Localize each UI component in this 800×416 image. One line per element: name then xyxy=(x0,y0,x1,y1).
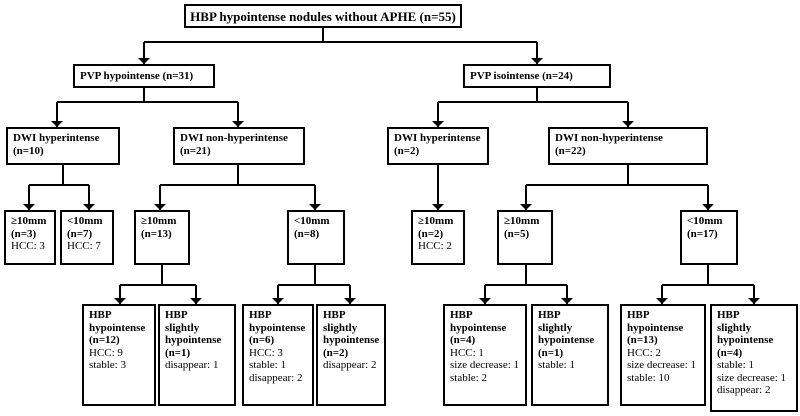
node-count: (n=4) xyxy=(450,334,476,346)
node-outcome: stable: 1 xyxy=(249,359,286,371)
node-title: HBP xyxy=(627,309,650,321)
node-title: HBP xyxy=(450,309,473,321)
size-lt10mm-node: <10mm (n=7) HCC: 7 xyxy=(60,210,114,265)
node-outcome: size decrease: 1 xyxy=(717,371,787,384)
node-title: HBP xyxy=(717,309,740,321)
node-outcome: disappear: 2 xyxy=(323,359,377,371)
node-count: (n=2) xyxy=(418,227,444,240)
node-count: (n=21) xyxy=(180,144,211,157)
hbp-slightly-hypointense-node: HBP slightly hypointense (n=4) stable: 1… xyxy=(710,304,798,412)
node-title: HBP xyxy=(538,309,561,321)
size-ge10mm-node: ≥10mm (n=2) HCC: 2 xyxy=(411,210,465,265)
root-node: HBP hypointense nodules without APHE (n=… xyxy=(184,4,462,28)
node-title: hypointense xyxy=(627,321,684,334)
node-outcome: stable: 2 xyxy=(450,371,487,384)
node-title: DWI non-hyperintense xyxy=(555,132,663,144)
size-ge10mm-node: ≥10mm (n=3) HCC: 3 xyxy=(4,210,56,265)
dwi-hyperintense-node: DWI hyperintense (n=2) xyxy=(387,127,489,165)
node-outcome: HCC: 9 xyxy=(89,346,123,359)
node-title: HBP xyxy=(249,309,272,321)
hbp-hypointense-node: HBP hypointense (n=6) HCC: 3 stable: 1 d… xyxy=(242,304,314,406)
node-title: hypointense xyxy=(538,334,595,346)
node-title: HBP xyxy=(323,309,346,321)
node-outcome: disappear: 1 xyxy=(165,359,219,371)
hbp-hypointense-node: HBP hypointense (n=13) HCC: 2 size decre… xyxy=(620,304,706,406)
node-title: HBP xyxy=(165,309,188,321)
node-title: slightly xyxy=(538,321,573,334)
size-ge10mm-node: ≥10mm (n=13) xyxy=(134,210,190,265)
node-title: DWI hyperintense xyxy=(394,132,481,144)
node-outcome: HCC: 1 xyxy=(450,346,484,359)
size-lt10mm-node: <10mm (n=8) xyxy=(287,210,345,265)
node-title: hypointense xyxy=(323,334,380,346)
node-count: (n=4) xyxy=(717,346,743,359)
node-count: (n=2) xyxy=(323,346,349,359)
hbp-slightly-hypointense-node: HBP slightly hypointense (n=1) stable: 1 xyxy=(531,304,609,406)
dwi-non-hyperintense-node: DWI non-hyperintense (n=22) xyxy=(548,127,708,165)
pvp-hypointense-node: PVP hypointense (n=31) xyxy=(73,64,215,88)
node-count: (n=22) xyxy=(555,144,586,157)
hbp-slightly-hypointense-node: HBP slightly hypointense (n=1) disappear… xyxy=(158,304,236,406)
root-title: HBP hypointense nodules without APHE (n=… xyxy=(190,9,456,24)
node-count: (n=2) xyxy=(394,144,420,157)
node-title: <10mm xyxy=(687,215,723,227)
node-count: (n=3) xyxy=(11,227,37,240)
node-outcome: HCC: 2 xyxy=(418,240,452,252)
node-count: (n=6) xyxy=(249,334,275,346)
node-title: <10mm xyxy=(67,215,103,227)
node-title: DWI hyperintense xyxy=(13,132,100,144)
node-count: (n=5) xyxy=(504,227,530,240)
node-title: ≥10mm xyxy=(11,215,47,227)
node-title: hypointense xyxy=(89,321,146,334)
node-count: (n=13) xyxy=(627,334,658,346)
node-count: (n=12) xyxy=(89,334,120,346)
node-title: slightly xyxy=(165,321,200,334)
node-title: hypointense xyxy=(165,334,222,346)
node-title: ≥10mm xyxy=(141,215,177,227)
hbp-slightly-hypointense-node: HBP slightly hypointense (n=2) disappear… xyxy=(316,304,386,406)
node-outcome: stable: 3 xyxy=(89,359,126,371)
node-count: (n=7) xyxy=(67,227,93,240)
dwi-non-hyperintense-node: DWI non-hyperintense (n=21) xyxy=(173,127,305,165)
node-outcome: size decrease: 1 xyxy=(450,359,520,371)
node-title: slightly xyxy=(717,321,752,334)
node-outcome: disappear: 2 xyxy=(249,371,303,384)
pvp-isointense-node: PVP isointense (n=24) xyxy=(463,64,611,88)
node-count: (n=17) xyxy=(687,227,718,240)
node-outcome: size decrease: 1 xyxy=(627,359,697,371)
node-count: (n=1) xyxy=(538,346,564,359)
node-title: ≥10mm xyxy=(418,215,454,227)
node-count: (n=8) xyxy=(294,227,320,240)
node-outcome: HCC: 3 xyxy=(11,240,45,252)
node-count: (n=1) xyxy=(165,346,191,359)
node-outcome: HCC: 3 xyxy=(249,346,283,359)
node-title: ≥10mm xyxy=(504,215,540,227)
node-title: DWI non-hyperintense xyxy=(180,132,288,144)
node-outcome: HCC: 7 xyxy=(67,240,101,252)
node-outcome: stable: 1 xyxy=(538,359,575,371)
size-ge10mm-node: ≥10mm (n=5) xyxy=(497,210,553,265)
node-title: hypointense xyxy=(450,321,507,334)
node-title: hypointense xyxy=(717,334,774,346)
node-title: hypointense xyxy=(249,321,306,334)
node-outcome: HCC: 2 xyxy=(627,346,661,359)
dwi-hyperintense-node: DWI hyperintense (n=10) xyxy=(6,127,120,165)
node-title: PVP isointense (n=24) xyxy=(470,70,573,82)
node-title: <10mm xyxy=(294,215,330,227)
node-count: (n=13) xyxy=(141,227,172,240)
node-outcome: stable: 10 xyxy=(627,371,670,384)
node-count: (n=10) xyxy=(13,144,44,157)
node-title: PVP hypointense (n=31) xyxy=(80,70,194,82)
hbp-hypointense-node: HBP hypointense (n=4) HCC: 1 size decrea… xyxy=(443,304,527,406)
node-outcome: disappear: 2 xyxy=(717,384,771,396)
node-outcome: stable: 1 xyxy=(717,359,754,371)
size-lt10mm-node: <10mm (n=17) xyxy=(680,210,738,265)
node-title: HBP xyxy=(89,309,112,321)
hbp-hypointense-node: HBP hypointense (n=12) HCC: 9 stable: 3 xyxy=(82,304,156,406)
node-title: slightly xyxy=(323,321,358,334)
